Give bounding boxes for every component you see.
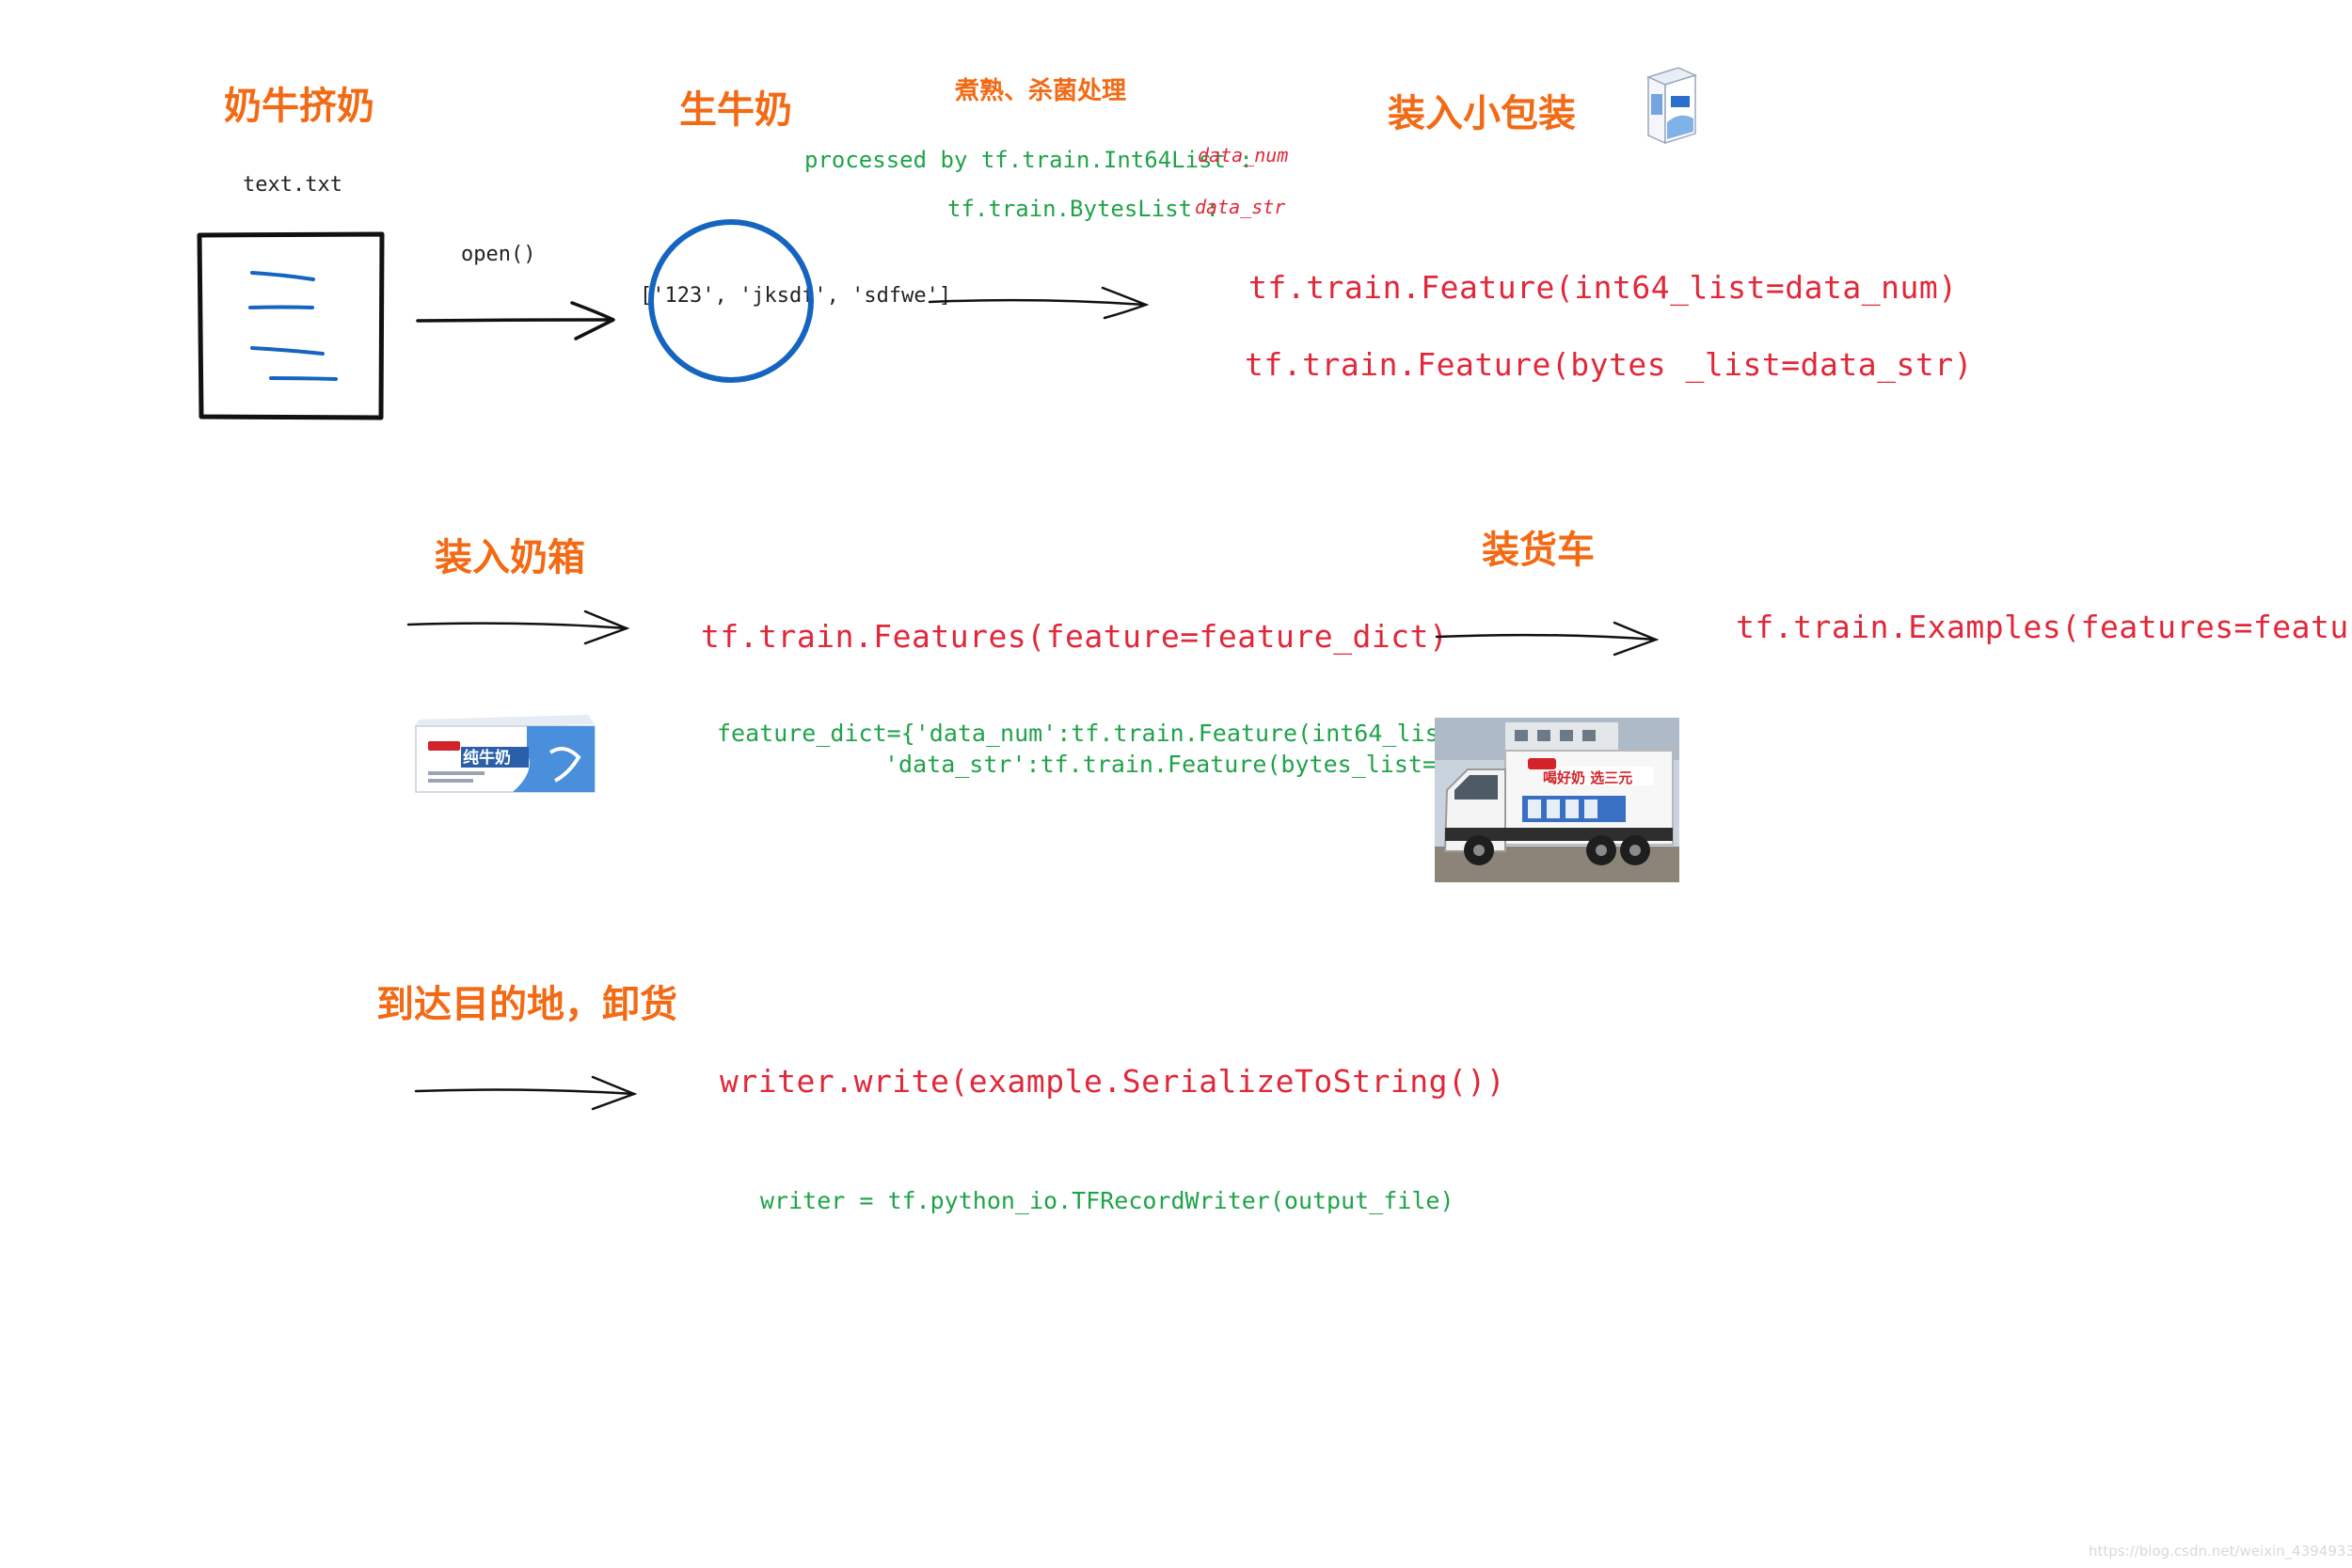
- bytes-list-label: tf.train.BytesList :: [947, 196, 1219, 222]
- heading-milking: 奶牛挤奶: [224, 85, 374, 128]
- feature-int-code: tf.train.Feature(int64_list=data_num): [1248, 269, 1958, 306]
- list-values: ['123', 'jksdf', 'sdfwe']: [640, 284, 952, 308]
- feature-dict-line2: 'data_str':tf.train.Feature(bytes_list=b…: [884, 751, 1480, 778]
- arrow-icon: [1435, 621, 1660, 657]
- heading-truck: 装货车: [1482, 529, 1595, 572]
- heading-package: 装入小包装: [1388, 92, 1576, 135]
- file-label: text.txt: [243, 173, 342, 197]
- arrow-icon: [416, 301, 615, 341]
- writer-code: writer = tf.python_io.TFRecordWriter(out…: [760, 1187, 1454, 1214]
- watermark: https://blog.csdn.net/weixin_43949330: [2089, 1543, 2352, 1560]
- arrow-icon: [928, 286, 1150, 320]
- processed-int64-label: processed by tf.train.Int64List :: [804, 147, 1253, 173]
- milk-carton-picture: [1645, 67, 1698, 145]
- heading-milk-box: 装入奶箱: [435, 536, 585, 579]
- feature-dict-line1: feature_dict={'data_num':tf.train.Featur…: [717, 720, 1510, 747]
- features-code: tf.train.Features(feature=feature_dict): [701, 618, 1449, 655]
- milk-box-picture: 纯牛奶: [414, 715, 596, 793]
- examples-code: tf.train.Examples(features=features): [1736, 609, 2352, 645]
- feature-bytes-code: tf.train.Feature(bytes _list=data_str): [1245, 346, 1973, 383]
- document-icon: [197, 231, 385, 420]
- raw-milk-circle: [648, 219, 814, 383]
- data-num-var: data_num: [1198, 144, 1289, 166]
- open-label: open(): [461, 243, 536, 266]
- truck-sign: 喝好奶 选三元: [1543, 769, 1632, 786]
- heading-unload: 到达目的地，卸货: [376, 983, 677, 1026]
- arrow-icon: [414, 1075, 638, 1111]
- milk-box-brand: 纯牛奶: [463, 748, 511, 768]
- arrow-icon: [406, 610, 630, 645]
- heading-raw-milk: 生牛奶: [679, 88, 792, 132]
- data-str-var: data_str: [1195, 196, 1286, 218]
- write-code: writer.write(example.SerializeToString()…: [720, 1063, 1506, 1100]
- truck-picture: 喝好奶 选三元: [1435, 718, 1679, 882]
- heading-process: 煮熟、杀菌处理: [955, 77, 1127, 105]
